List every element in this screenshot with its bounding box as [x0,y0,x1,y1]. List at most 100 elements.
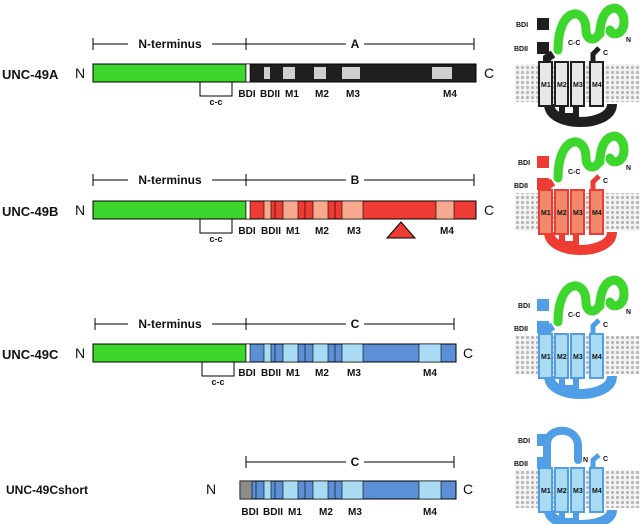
svg-text:BDII: BDII [514,461,528,468]
n-terminus-label: N-terminus [138,37,202,51]
m3-label: M3 [347,368,361,379]
bdii-label: BDII [261,368,281,379]
tm-m3 [570,467,585,513]
region-label: B [351,173,360,187]
cys-loop-bracket [199,82,233,97]
domain-labels: BDI BDII M1 M2 M3 M4 [241,507,437,518]
m2-segment [312,343,329,363]
cys-loop-label: c-c [209,97,222,107]
m2-label: M2 [315,226,329,237]
bdii-label: BDII [260,89,280,100]
m4-segment [435,200,455,220]
svg-text:N: N [626,165,631,172]
svg-text:M3: M3 [573,82,583,89]
svg-text:M1: M1 [541,354,551,361]
region-label: A [351,37,360,51]
n-terminal-domain [92,63,247,83]
m3-segment [341,200,364,220]
svg-text:BDI: BDI [518,438,530,445]
bdii-segment [263,343,272,363]
bdi-label: BDI [241,507,258,518]
m3-segment [342,67,360,79]
m4-label: M4 [423,507,437,518]
m1-label: M1 [286,368,300,379]
m2-segment [312,480,329,500]
isoform-name: UNC-49Cshort [6,483,88,497]
svg-text:BDI: BDI [516,22,528,29]
domain-labels: BDI BDII M1 M2 M3 M4 [238,226,454,237]
topology-diagram: BDI BDII C-C N C M1 M2 M3 M4 [514,3,640,127]
cys-loop-bracket [199,219,233,234]
m1-segment [282,480,299,500]
tm-m4 [589,61,604,107]
bdi-segment [245,200,251,220]
tm-m2 [554,333,569,379]
m2-label: M2 [319,507,333,518]
svg-text:M1: M1 [541,82,551,89]
isoform-name: UNC-49C [2,347,59,362]
region-label: C [351,317,360,331]
bdi-label: BDI [238,368,255,379]
m2-segment [312,200,329,220]
m3-label: M3 [346,89,360,100]
n-terminal-label: N [75,65,85,81]
m3-label: M3 [347,226,361,237]
svg-text:BDII: BDII [514,46,528,53]
n-terminal-domain [92,200,247,220]
svg-text:BDII: BDII [514,183,528,190]
svg-text:M4: M4 [592,354,602,361]
domain-labels: BDI BDII M1 M2 M3 M4 [238,89,457,100]
n-terminal-label: N [75,345,85,361]
tm-m2 [554,189,569,235]
domain-labels: BDI BDII M1 M2 M3 M4 [238,368,437,379]
bdi-segment [239,480,253,500]
tm-m1 [538,333,553,379]
bdii-label: BDII [263,507,283,518]
insertion-marker [385,221,417,239]
n-terminal-label: N [75,202,85,218]
svg-text:M4: M4 [592,82,602,89]
m2-segment [314,67,326,79]
c-terminal-label: C [484,65,494,81]
cys-loop-label: c-c [209,234,222,244]
protein-bar [239,480,457,500]
n-terminal-domain [92,343,247,363]
row-unc49c: UNC-49C N C N-terminus C c-c [2,275,640,399]
bdii-label: BDII [261,226,281,237]
svg-text:M3: M3 [573,210,583,217]
topology-diagram: BDI BDII C-C N C M1 M2 M3 M4 [514,275,640,399]
m3-label: M3 [348,507,362,518]
m2-label: M2 [315,368,329,379]
svg-text:M3: M3 [573,354,583,361]
m4-label: M4 [423,368,437,379]
svg-text:N: N [626,309,631,316]
m1-segment [282,200,299,220]
svg-text:C: C [603,456,608,463]
m1-label: M1 [288,507,302,518]
topology-diagram: BDI BDII N C M1 M2 M3 M4 [514,426,640,524]
m1-segment [282,343,299,363]
svg-text:BDII: BDII [514,326,528,333]
bdi-label: BDI [238,89,255,100]
c-terminal-label: C [463,345,473,361]
svg-text:M2: M2 [557,210,567,217]
tm-m2 [554,61,569,107]
tm-m1 [538,61,553,107]
region-label: C [351,455,360,469]
tm-m2 [554,467,569,513]
tm-m3 [570,333,585,379]
svg-text:C-C: C-C [568,169,580,176]
bdi-label: BDI [238,226,255,237]
bdi-segment [245,63,251,83]
svg-text:C: C [603,178,608,185]
svg-text:BDI: BDI [518,160,530,167]
tm-m1 [538,189,553,235]
m2-label: M2 [315,89,329,100]
isoform-name: UNC-49A [2,67,59,82]
tm-m4 [589,467,604,513]
m4-label: M4 [443,89,457,100]
tm-m4 [589,333,604,379]
cys-loop-label: c-c [211,377,224,387]
c-terminal-label: C [463,481,473,497]
m4-label: M4 [440,226,454,237]
